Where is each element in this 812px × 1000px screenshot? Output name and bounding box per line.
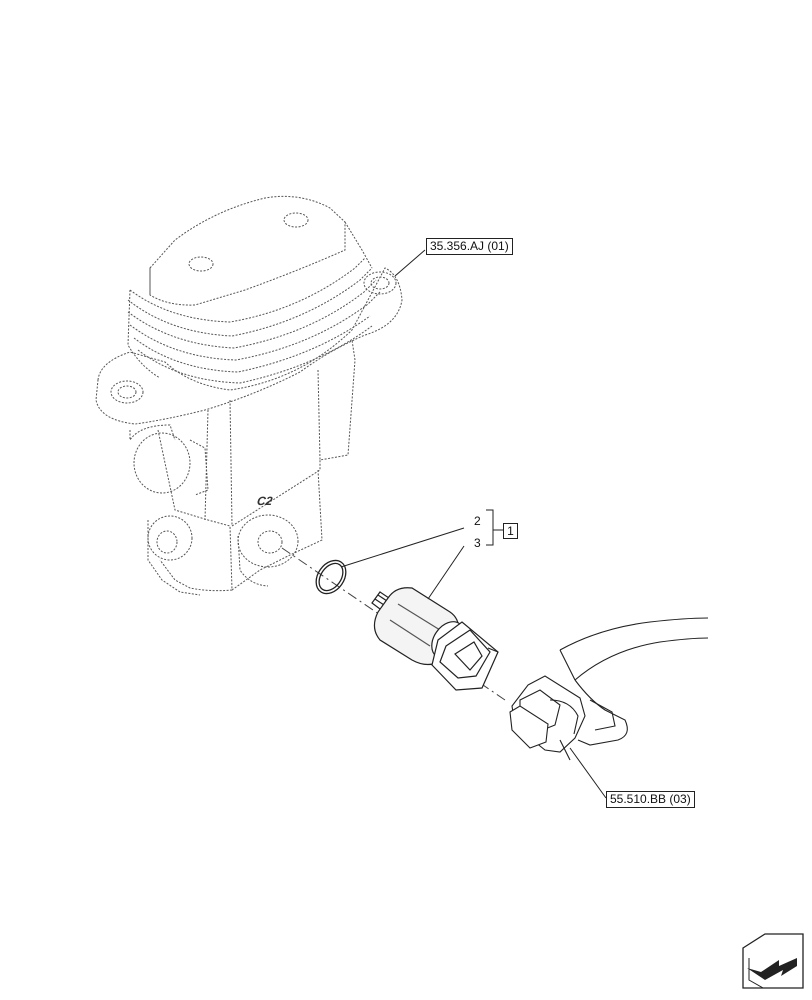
wiring-harness <box>509 617 709 761</box>
callout-item-3: 3 <box>474 536 481 550</box>
valve-reference-label[interactable]: 35.356.AJ (01) <box>426 238 513 255</box>
pilot-valve <box>95 195 403 596</box>
harness-reference-label[interactable]: 55.510.BB (03) <box>606 791 695 808</box>
port-c2-label: C2 <box>256 494 274 508</box>
callout-item-2: 2 <box>474 514 481 528</box>
pressure-sensor <box>371 587 499 691</box>
o-ring <box>315 559 347 595</box>
arrow-navigation-icon[interactable] <box>742 933 804 989</box>
leader-lines <box>340 249 607 799</box>
callout-group-box: 1 <box>503 523 518 539</box>
